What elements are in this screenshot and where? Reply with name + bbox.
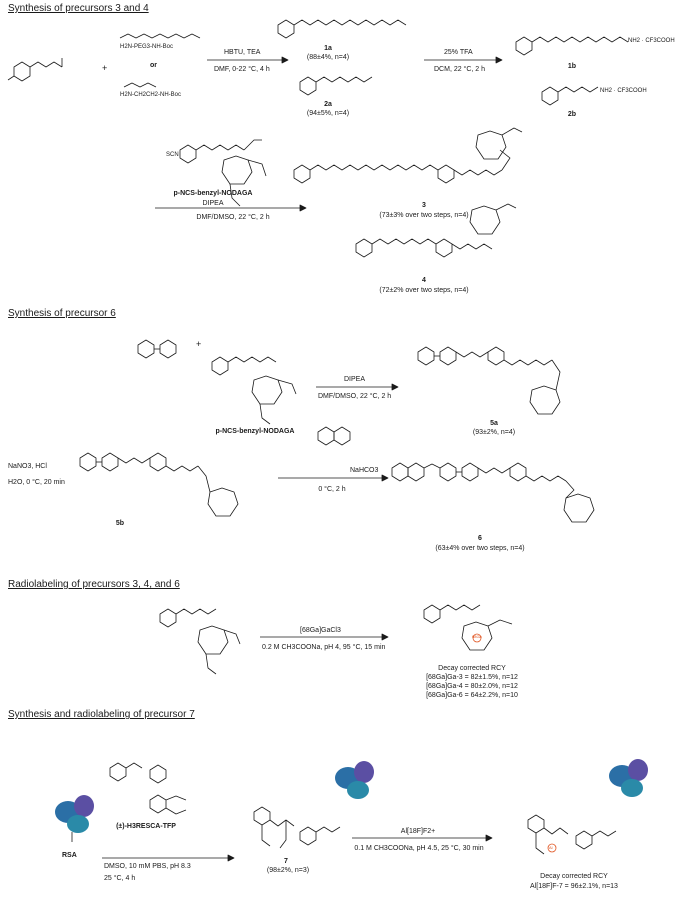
diazotization-condition: H2O, 0 °C, 20 min <box>8 479 65 486</box>
coupling-condition: 0 °C, 2 h <box>318 486 346 493</box>
ga-labeling-reagent: [68Ga]GaCl3 <box>300 627 341 634</box>
conjugation-condition-1: DMSO, 10 mM PBS, pH 8.3 <box>104 863 191 870</box>
compound-1b-structure <box>515 36 629 56</box>
compound-1a-structure <box>277 19 407 39</box>
compound-5a-label: 5a <box>490 420 498 427</box>
compound-2a-label: 2a <box>324 101 332 108</box>
compound-7-label: 7 <box>284 858 288 865</box>
or-label: or <box>150 62 157 69</box>
conjugation-condition-2: 25 °C, 4 h <box>104 875 136 882</box>
compound-7-yield: (98±2%, n=3) <box>266 867 310 874</box>
alf-rcy-title: Decay corrected RCY <box>540 873 608 880</box>
alf-rcy-value: Al[18F]F-7 = 96±2.1%, n=13 <box>530 883 618 890</box>
compound-3-label: 3 <box>422 202 426 209</box>
compound-3-structure <box>293 127 523 184</box>
ga-rcy-title: Decay corrected RCY <box>438 665 506 672</box>
nodaga-reagent-label: p-NCS-benzyl-NODAGA <box>173 190 253 197</box>
section-heading-radiolabeling: Radiolabeling of precursors 3, 4, and 6 <box>8 579 180 590</box>
compound-5b-structure <box>79 452 239 517</box>
section-heading-precursor-7: Synthesis and radiolabeling of precursor… <box>8 709 195 720</box>
plus-sign: + <box>102 63 108 73</box>
scn-group-label: SCN <box>166 152 179 158</box>
compound-2b-structure <box>541 86 599 106</box>
compound-1a-label: 1a <box>324 45 332 52</box>
compound-5a-structure <box>417 346 561 415</box>
compound-1a-yield: (88±4%, n=4) <box>306 54 350 61</box>
compound-4-label: 4 <box>422 277 426 284</box>
alf-complex-structure <box>527 814 617 855</box>
diazotization-reagent: NaNO3, HCl <box>8 463 47 470</box>
s2-plus-sign: + <box>196 339 202 349</box>
rsa-label: RSA <box>62 852 77 859</box>
coupling-reagent: NaHCO3 <box>350 467 379 474</box>
compound-4-yield: (72±2% over two steps, n=4) <box>379 287 469 294</box>
ncs-benzyl-nodaga-structure-2 <box>211 356 297 425</box>
compound-5a-yield: (93±2%, n=4) <box>472 429 516 436</box>
step3-condition: DMF/DMSO, 22 °C, 2 h <box>196 214 270 221</box>
step1-reagent: HBTU, TEA <box>224 49 261 56</box>
ga-rcy-6: [68Ga]Ga-6 = 64±2.2%, n=10 <box>426 692 518 699</box>
compound-2a-structure <box>299 76 373 96</box>
protein-conjugate-7-icon <box>335 761 374 799</box>
eda-amine-label: H2N-CH2CH2-NH-Boc <box>120 92 182 98</box>
step2-condition: DCM, 22 °C, 2 h <box>434 66 486 73</box>
iodophenylbutanoic-acid-structure <box>7 58 63 82</box>
compound-2b-label: 2b <box>567 111 577 118</box>
compound-1b-label: 1b <box>567 63 577 70</box>
rsa-protein-icon <box>55 795 94 842</box>
peg-amine-structure <box>119 33 201 39</box>
compound-3-yield: (73±3% over two steps, n=4) <box>379 212 469 219</box>
naphthol-sulfonic-acid-structure <box>317 426 351 446</box>
compound-6-yield: (63±4% over two steps, n=4) <box>435 545 525 552</box>
ga-marker-icon <box>472 633 482 643</box>
compound-1b-salt: NH2 · CF3COOH <box>628 38 675 44</box>
alf-labeling-condition: 0.1 M CH3COONa, pH 4.5, 25 °C, 30 min <box>354 845 484 852</box>
tolidine-structure <box>137 339 177 359</box>
eda-amine-structure <box>123 82 157 88</box>
protein-complex-alf-icon <box>609 759 648 797</box>
s2-nodaga-reagent-label: p-NCS-benzyl-NODAGA <box>215 428 295 435</box>
al-marker-icon <box>547 843 557 853</box>
compound-2a-yield: (94±5%, n=4) <box>306 110 350 117</box>
alf-reagent: Al[18F]F2+ <box>400 828 436 835</box>
compound-4-structure <box>355 203 517 258</box>
compound-6-label: 6 <box>478 535 482 542</box>
step3-reagent: DIPEA <box>202 200 224 207</box>
compound-5b-label: 5b <box>115 520 125 527</box>
compound-6-structure <box>391 462 595 523</box>
step1-condition: DMF, 0-22 °C, 4 h <box>214 66 270 73</box>
peg-amine-label: H2N-PEG3-NH-Boc <box>120 44 174 50</box>
ga-rcy-3: [68Ga]Ga-3 = 82±1.5%, n=12 <box>426 674 518 681</box>
compound-2b-salt: NH2 · CF3COOH <box>600 88 647 94</box>
ga-rcy-4: [68Ga]Ga-4 = 80±2.0%, n=12 <box>426 683 518 690</box>
s2-step1-reagent: DIPEA <box>344 376 366 383</box>
generic-nodaga-conjugate-structure <box>159 608 241 675</box>
ga-complex-structure <box>423 604 513 651</box>
resca-tfp-label: (±)-H3RESCA-TFP <box>116 823 176 830</box>
ncs-benzyl-nodaga-structure <box>179 139 267 207</box>
compound-7-structure <box>253 806 341 849</box>
section-heading-precursor-6: Synthesis of precursor 6 <box>8 308 116 319</box>
ga-labeling-condition: 0.2 M CH3COONa, pH 4, 95 °C, 15 min <box>262 644 386 651</box>
step2-reagent: 25% TFA <box>444 49 473 56</box>
ga-marker-label: 68Ga <box>472 634 482 639</box>
al-marker-label: Al <box>549 845 553 850</box>
section-heading-precursors-3-4: Synthesis of precursors 3 and 4 <box>8 3 149 14</box>
resca-tfp-structure <box>109 762 187 815</box>
s2-step1-condition: DMF/DMSO, 22 °C, 2 h <box>318 393 392 400</box>
